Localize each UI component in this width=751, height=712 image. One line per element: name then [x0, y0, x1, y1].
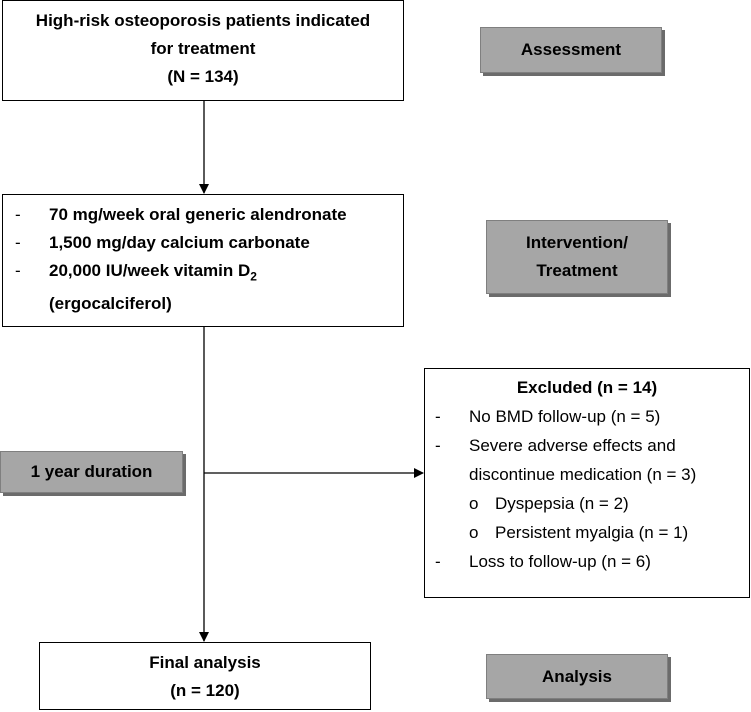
- assessment-line2: for treatment: [150, 39, 256, 58]
- tag-assessment: Assessment: [480, 27, 662, 73]
- excluded-item: - Loss to follow-up (n = 6): [435, 547, 749, 576]
- assessment-count: (N = 134): [167, 67, 239, 86]
- excluded-item: - Severe adverse effects and discontinue …: [435, 431, 749, 489]
- treatment-item: - 70 mg/week oral generic alendronate: [15, 201, 403, 229]
- excluded-loss: Loss to follow-up (n = 6): [469, 552, 651, 571]
- treatment-calcium: 1,500 mg/day calcium carbonate: [49, 233, 310, 252]
- final-analysis-box: Final analysis (n = 120): [39, 642, 371, 710]
- tag-intervention-line1: Intervention/: [525, 233, 628, 252]
- final-title: Final analysis: [149, 653, 261, 672]
- tag-duration-label: 1 year duration: [30, 462, 153, 481]
- tag-intervention-line2: Treatment: [536, 261, 618, 280]
- adverse-line2: discontinue medication (n = 3): [469, 465, 697, 484]
- assessment-box: High-risk osteoporosis patients indicate…: [2, 0, 404, 101]
- excluded-dyspepsia: Dyspepsia (n = 2): [495, 494, 629, 513]
- treatment-box: - 70 mg/week oral generic alendronate - …: [2, 194, 404, 327]
- excluded-myalgia: Persistent myalgia (n = 1): [495, 523, 689, 542]
- adverse-line1: Severe adverse effects and: [469, 436, 676, 455]
- tag-duration: 1 year duration: [0, 451, 183, 493]
- excluded-title: Excluded (n = 14): [516, 378, 658, 397]
- dash-marker: -: [15, 261, 21, 280]
- excluded-item: - No BMD follow-up (n = 5): [435, 402, 749, 431]
- excluded-adverse: Severe adverse effects and discontinue me…: [469, 431, 696, 489]
- tag-analysis: Analysis: [486, 654, 668, 699]
- vitamin-d-text: 20,000 IU/week vitamin D: [49, 261, 251, 280]
- tag-assessment-label: Assessment: [520, 40, 622, 59]
- treatment-vitamin-d: 20,000 IU/week vitamin D2 (ergocalciferol…: [49, 257, 257, 318]
- vitamin-d-cont: (ergocalciferol): [49, 294, 172, 314]
- dash-marker: -: [435, 436, 441, 455]
- circle-bullet: o: [469, 494, 479, 513]
- final-count: (n = 120): [170, 681, 240, 700]
- dash-marker: -: [15, 233, 21, 252]
- treatment-item: - 1,500 mg/day calcium carbonate: [15, 229, 403, 257]
- excluded-no-bmd: No BMD follow-up (n = 5): [469, 407, 661, 426]
- tag-intervention: Intervention/ Treatment: [486, 220, 668, 294]
- excluded-subitem: o Persistent myalgia (n = 1): [435, 518, 749, 547]
- treatment-item: - 20,000 IU/week vitamin D2 (ergocalcifer…: [15, 257, 403, 318]
- dash-marker: -: [435, 407, 441, 426]
- assessment-line1: High-risk osteoporosis patients indicate…: [35, 11, 371, 30]
- excluded-subitem: o Dyspepsia (n = 2): [435, 489, 749, 518]
- vitamin-d-subscript: 2: [250, 269, 257, 284]
- circle-bullet: o: [469, 523, 479, 542]
- excluded-box: Excluded (n = 14) - No BMD follow-up (n …: [424, 368, 750, 598]
- tag-analysis-label: Analysis: [542, 666, 612, 686]
- dash-marker: -: [435, 552, 441, 571]
- treatment-alendronate: 70 mg/week oral generic alendronate: [49, 205, 347, 224]
- dash-marker: -: [15, 205, 21, 224]
